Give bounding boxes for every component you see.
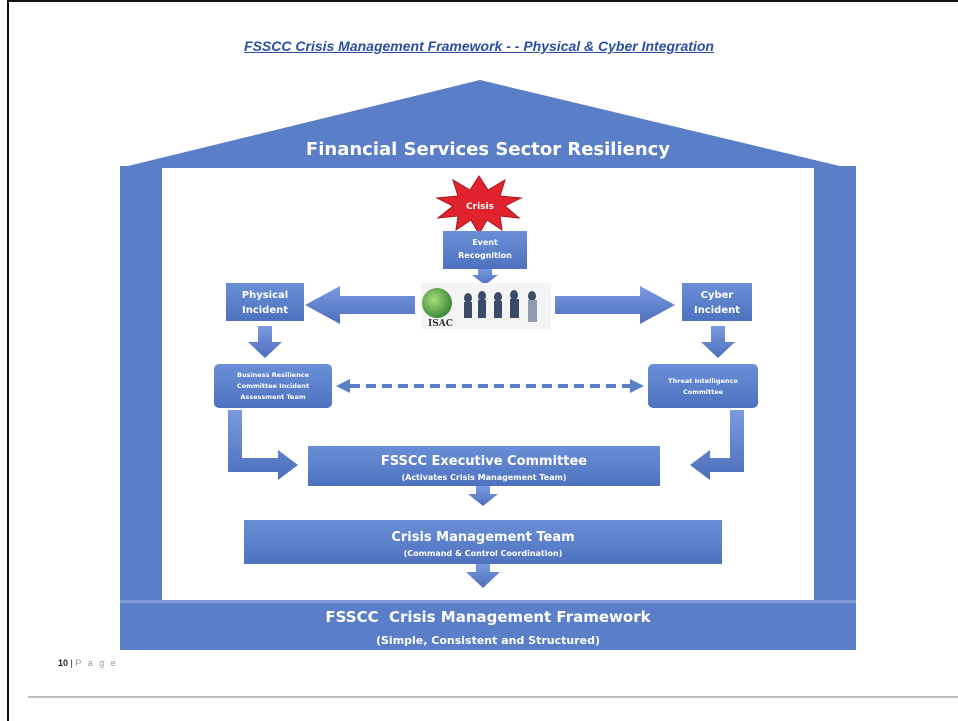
framework-subtitle: (Simple, Consistent and Structured) — [376, 634, 600, 647]
arrow-right-elbow — [690, 410, 744, 480]
event-recognition-line2: Recognition — [458, 251, 512, 260]
physical-incident-box — [226, 283, 304, 321]
page-border-left — [7, 0, 9, 721]
page-number: 10 — [58, 658, 69, 668]
arrow-to-cyber — [555, 286, 675, 324]
business-resilience-line2: Committee Incident — [237, 382, 309, 390]
framework-title: FSSCC Crisis Management Framework — [325, 608, 651, 626]
crisis-management-team-box — [244, 520, 722, 564]
event-recognition-box — [443, 231, 527, 269]
footer-rule — [28, 696, 958, 698]
roof-label: Financial Services Sector Resiliency — [306, 139, 670, 160]
cyber-incident-box — [682, 283, 752, 321]
threat-intelligence-box — [648, 364, 758, 408]
house-roof — [120, 80, 848, 168]
page-separator: | — [70, 658, 76, 668]
crisis-label: Crisis — [466, 202, 494, 212]
arrow-exec-to-team — [468, 486, 498, 506]
isac-logo-text: ISAC — [428, 319, 453, 329]
page-number-footer: 10 | P a g e — [58, 658, 118, 668]
executive-committee-title: FSSCC Executive Committee — [381, 454, 587, 469]
arrow-physical-down — [248, 326, 282, 358]
arrow-cyber-down — [701, 326, 735, 358]
executive-committee-box — [308, 446, 660, 486]
house-base — [120, 600, 856, 650]
arrow-left-elbow — [228, 410, 298, 480]
house-right-wall — [814, 166, 856, 606]
page-word: P a g e — [75, 658, 118, 668]
cyber-incident-line2: Incident — [694, 305, 740, 316]
people-silhouettes-icon — [464, 290, 537, 322]
crisis-management-team-subtitle: (Command & Control Coordination) — [404, 549, 563, 558]
crisis-management-team-title: Crisis Management Team — [391, 530, 574, 545]
physical-incident-line1: Physical — [242, 290, 288, 301]
cyber-incident-line1: Cyber — [701, 290, 734, 301]
threat-intelligence-line1: Threat Intelligence — [668, 377, 738, 385]
document-title: FSSCC Crisis Management Framework - - Ph… — [244, 38, 714, 54]
globe-icon — [422, 288, 452, 318]
threat-intelligence-line2: Committee — [683, 388, 724, 396]
page-border-top — [7, 0, 958, 2]
business-resilience-line1: Business Resilience — [237, 371, 310, 379]
business-resilience-line3: Assessment Team — [240, 393, 305, 401]
executive-committee-subtitle: (Activates Crisis Management Team) — [401, 473, 566, 482]
physical-incident-line2: Incident — [242, 305, 288, 316]
arrow-event-to-isac — [472, 269, 498, 285]
dashed-link-arrow — [336, 379, 644, 393]
arrow-to-physical — [305, 286, 415, 324]
house-left-wall — [120, 166, 162, 606]
event-recognition-line1: Event — [472, 238, 498, 247]
arrow-team-to-framework — [466, 564, 500, 588]
business-resilience-box — [214, 364, 332, 408]
